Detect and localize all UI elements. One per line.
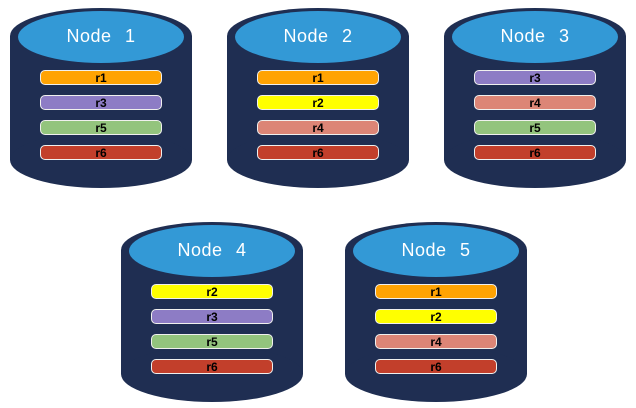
node-title: Node 5: [401, 239, 471, 260]
replica-label: r3: [95, 95, 107, 110]
replica-bar-r2: r2: [257, 95, 379, 110]
replica-bar-r1: r1: [40, 70, 162, 85]
replica-label: r5: [529, 120, 541, 135]
cylinder-body-bottom: [444, 132, 626, 188]
cylinder-body-bottom: [10, 132, 192, 188]
replica-label: r6: [529, 145, 541, 160]
replica-bar-r2: r2: [375, 309, 497, 324]
cylinder-top-face: Node 5: [353, 225, 519, 277]
node-title: Node 2: [283, 25, 353, 46]
replica-bar-r1: r1: [257, 70, 379, 85]
replica-bar-r5: r5: [474, 120, 596, 135]
node-cylinder-5: Node 5 r1 r2 r4 r6: [345, 222, 527, 402]
replica-label: r4: [312, 120, 324, 135]
node-cylinder-4: Node 4 r2 r3 r5 r6: [121, 222, 303, 402]
replica-label: r6: [312, 145, 324, 160]
replica-label: r4: [430, 334, 442, 349]
replica-label: r5: [95, 120, 107, 135]
replica-label: r3: [529, 70, 541, 85]
replica-bar-list: r1 r2 r4 r6: [375, 284, 497, 374]
replica-bar-r1: r1: [375, 284, 497, 299]
replica-label: r5: [206, 334, 218, 349]
replica-bar-r6: r6: [151, 359, 273, 374]
replica-bar-list: r1 r2 r4 r6: [257, 70, 379, 160]
replica-bar-r6: r6: [375, 359, 497, 374]
replica-label: r2: [430, 309, 442, 324]
cylinder-body-bottom: [227, 132, 409, 188]
node-cylinder-2: Node 2 r1 r2 r4 r6: [227, 8, 409, 188]
replica-label: r2: [206, 284, 218, 299]
replica-label: r6: [206, 359, 218, 374]
node-cylinder-3: Node 3 r3 r4 r5 r6: [444, 8, 626, 188]
replica-bar-r4: r4: [257, 120, 379, 135]
cylinder-top-face: Node 1: [18, 11, 184, 63]
replica-bar-r6: r6: [474, 145, 596, 160]
replica-bar-list: r1 r3 r5 r6: [40, 70, 162, 160]
replica-label: r6: [95, 145, 107, 160]
node-row-bottom: Node 4 r2 r3 r5 r6 Node 5 r1 r2 r4 r6: [121, 222, 527, 402]
replica-bar-r3: r3: [474, 70, 596, 85]
replica-label: r4: [529, 95, 541, 110]
replica-bar-r4: r4: [375, 334, 497, 349]
cylinder-top-face: Node 4: [129, 225, 295, 277]
replica-bar-r3: r3: [151, 309, 273, 324]
node-title: Node 3: [500, 25, 570, 46]
replica-bar-r2: r2: [151, 284, 273, 299]
replica-bar-r6: r6: [257, 145, 379, 160]
replica-label: r6: [430, 359, 442, 374]
replica-label: r2: [312, 95, 324, 110]
node-title: Node 4: [177, 239, 247, 260]
cylinder-body-bottom: [121, 346, 303, 402]
replica-bar-list: r3 r4 r5 r6: [474, 70, 596, 160]
replica-bar-r6: r6: [40, 145, 162, 160]
replica-label: r1: [95, 70, 107, 85]
replica-label: r3: [206, 309, 218, 324]
replica-label: r1: [430, 284, 442, 299]
replica-bar-r3: r3: [40, 95, 162, 110]
replica-bar-list: r2 r3 r5 r6: [151, 284, 273, 374]
replica-bar-r5: r5: [151, 334, 273, 349]
cylinder-top-face: Node 3: [452, 11, 618, 63]
node-row-top: Node 1 r1 r3 r5 r6 Node 2 r1 r2 r4 r6 Node 3 r3 r4 r5…: [10, 8, 626, 188]
node-title: Node 1: [66, 25, 136, 46]
replica-label: r1: [312, 70, 324, 85]
node-cylinder-1: Node 1 r1 r3 r5 r6: [10, 8, 192, 188]
replica-bar-r5: r5: [40, 120, 162, 135]
cylinder-top-face: Node 2: [235, 11, 401, 63]
replica-bar-r4: r4: [474, 95, 596, 110]
cylinder-body-bottom: [345, 346, 527, 402]
